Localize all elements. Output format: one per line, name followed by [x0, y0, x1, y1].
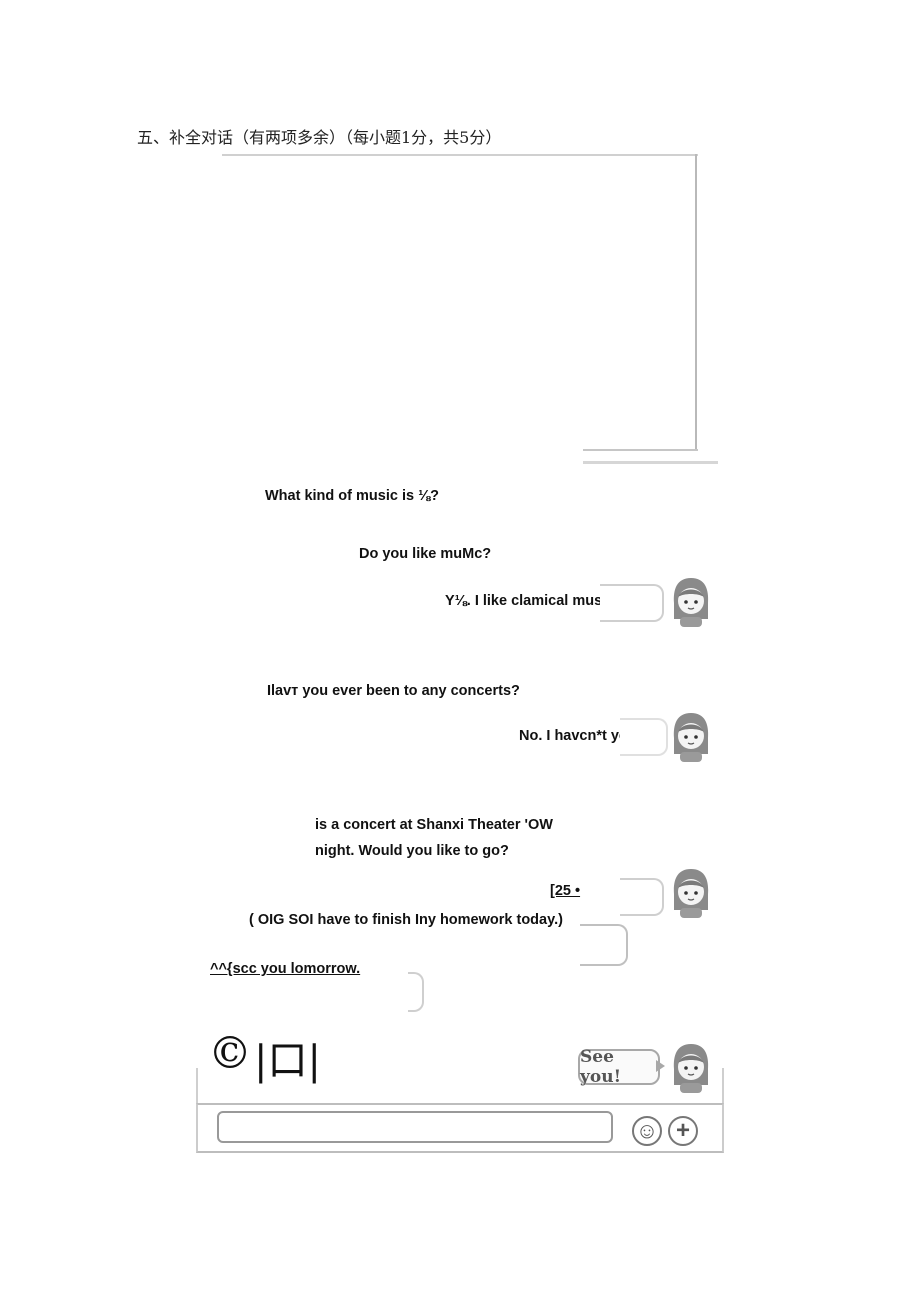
bubble-edge-5 — [408, 972, 424, 1012]
frame-bottom-line — [583, 449, 698, 451]
see-you-bubble-tail — [656, 1060, 665, 1072]
girl-avatar-icon — [673, 713, 709, 762]
dialogue-line-8: [25 • — [550, 883, 581, 899]
chat-input-bar — [196, 1103, 724, 1153]
dialogue-line-3: Y⅛. I like clamical music. — [445, 593, 619, 609]
girl-avatar-icon — [673, 869, 709, 918]
dialogue-line-9: ( OIG SOI have to finish Iny homework to… — [249, 912, 563, 928]
frame-separator-line — [583, 461, 718, 464]
smiley-glyph: ☺ — [635, 1118, 659, 1143]
smiley-icon[interactable]: ☺ — [632, 1116, 662, 1146]
chat-left-edge — [196, 1068, 198, 1104]
bubble-edge-3 — [620, 878, 664, 916]
plus-circle-icon[interactable]: + — [668, 1116, 698, 1146]
dialogue-line-7: night. Would you like to go? — [315, 843, 509, 859]
frame-top-line — [222, 154, 698, 156]
girl-avatar-icon — [673, 578, 709, 627]
dialogue-line-10: ^^{scc you lomorrow. — [210, 961, 361, 977]
dialogue-line-5: No. I havcn*t yet. — [519, 728, 636, 744]
copyright-glyph: © — [208, 1028, 252, 1079]
plus-glyph: + — [675, 1117, 690, 1144]
bubble-edge-1 — [600, 584, 664, 622]
section-heading: 五、补全对话（有两项多余）（每小题1分，共5分） — [137, 128, 502, 147]
girl-avatar-icon — [673, 1044, 709, 1093]
see-you-bubble: See you! — [578, 1047, 660, 1087]
frame-right-line — [695, 154, 697, 451]
dialogue-line-6: is a concert at Shanxi Theater 'OW — [315, 817, 553, 833]
bubble-edge-4 — [580, 924, 628, 966]
message-input[interactable] — [217, 1111, 613, 1143]
bubble-edge-2 — [620, 718, 668, 756]
dialogue-line-1: What kind of music is ⅛? — [265, 488, 440, 504]
dialogue-line-4: Ilavт you ever been to any concerts? — [267, 683, 520, 699]
box-glyph: |口| — [254, 1038, 321, 1084]
chat-right-edge — [722, 1068, 724, 1104]
dialogue-line-2: Do you like muMc? — [359, 546, 492, 562]
